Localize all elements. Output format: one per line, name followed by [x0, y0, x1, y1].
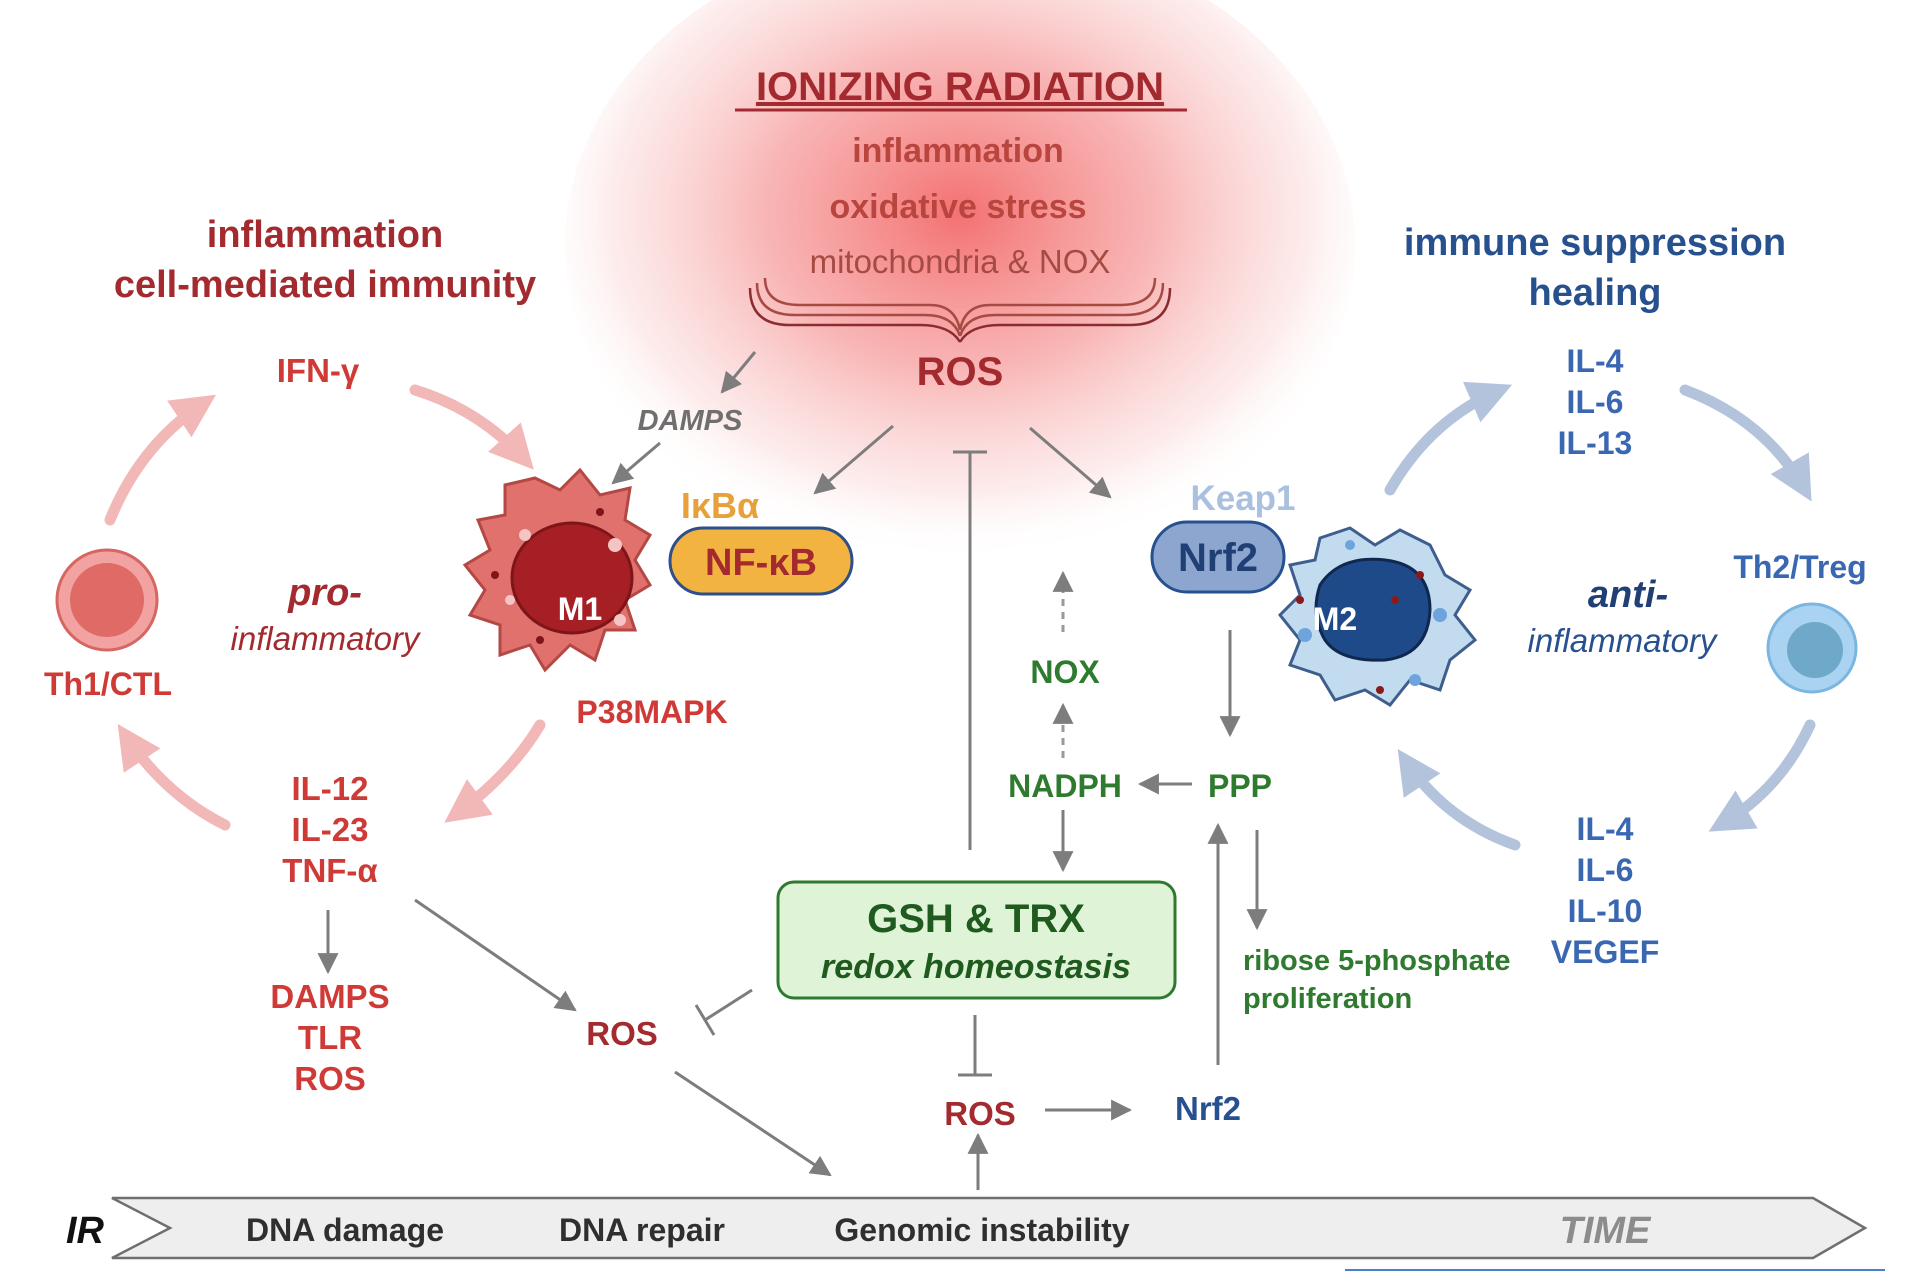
header-brace [748, 277, 1172, 343]
th1-ctl-label: Th1/CTL [44, 666, 172, 702]
keap1-label: Keap1 [1190, 479, 1295, 518]
cycle-arrow-il-top-to-th2 [1679, 384, 1812, 502]
header-ros: ROS [917, 350, 1004, 394]
m2-macrophage [1277, 526, 1478, 707]
header-line2: oxidative stress [829, 188, 1086, 226]
cycle-arrow-th1-to-ifn [104, 394, 217, 526]
right-cycle-arrows [1384, 381, 1816, 851]
il-bottom-il10: IL-10 [1568, 893, 1643, 929]
left-cycle-arrows [104, 384, 546, 831]
ribose-line2: proliferation [1243, 983, 1412, 1015]
header-line3: mitochondria & NOX [810, 243, 1111, 280]
cycle-arrow-th2-to-il-bottom [1708, 719, 1816, 832]
m2-label: M2 [1313, 601, 1357, 637]
arrow-ros-to-nfkb [813, 424, 894, 495]
nrf2-label: Nrf2 [1178, 536, 1258, 580]
pro-inflammatory-label: inflammatory [231, 620, 422, 657]
nrf2-bottom-label: Nrf2 [1175, 1090, 1241, 1127]
th2-treg-label: Th2/Treg [1733, 549, 1866, 585]
th1-cell [55, 548, 159, 652]
gsh-trx-subtitle: redox homeostasis [821, 948, 1131, 986]
timeline-genomic: Genomic instability [834, 1212, 1129, 1248]
arrow-ros-to-nrf2 [1029, 426, 1112, 499]
left-heading-1: inflammation [207, 214, 443, 256]
left-heading-2: cell-mediated immunity [114, 264, 536, 306]
cytokine-il12: IL-12 [291, 770, 368, 807]
arrow-damps-to-m1 [611, 441, 661, 485]
timeline-dna-damage: DNA damage [246, 1212, 444, 1248]
cytokine-il23: IL-23 [291, 811, 368, 848]
arrow-glow-to-damps [720, 351, 757, 394]
anti-label: anti- [1588, 574, 1668, 616]
damps-list-damps: DAMPS [270, 978, 389, 1015]
radiation-glow [565, 0, 1355, 560]
arrow-tnfa-to-ros [414, 898, 577, 1012]
inhibit-gsh-to-ros-mid [704, 988, 753, 1022]
damps-top-label: DAMPS [638, 405, 743, 437]
damps-list-tlr: TLR [298, 1019, 362, 1056]
gray-arrows [317, 351, 1268, 1190]
m1-label: M1 [558, 591, 602, 627]
nox-label: NOX [1030, 654, 1100, 690]
il-top-il6: IL-6 [1567, 384, 1624, 420]
cycle-arrow-cytokines-to-th1 [117, 724, 231, 831]
ppp-label: PPP [1208, 768, 1272, 804]
ribose-line1: ribose 5-phosphate [1243, 945, 1511, 977]
nfkb-label: NF-κB [705, 542, 817, 584]
il-top-il13: IL-13 [1558, 425, 1633, 461]
il-bottom-il4: IL-4 [1577, 811, 1634, 847]
header-line1: inflammation [852, 132, 1064, 170]
right-heading-2: healing [1528, 272, 1661, 314]
ikba-label: IκBα [681, 485, 759, 526]
nadph-label: NADPH [1008, 768, 1122, 804]
timeline-dna-repair: DNA repair [559, 1212, 725, 1248]
ros-bottom-label: ROS [944, 1095, 1016, 1132]
timeline-ir: IR [66, 1210, 105, 1252]
gsh-trx-title: GSH & TRX [867, 897, 1085, 941]
cycle-arrow-il-bottom-to-m2 [1397, 749, 1521, 851]
right-heading-1: immune suppression [1404, 222, 1786, 264]
arrow-ros-to-genomic [674, 1070, 832, 1177]
damps-list-ros: ROS [294, 1060, 366, 1097]
nrf2-box [1150, 520, 1286, 594]
cycle-arrow-ifn-to-m1 [409, 384, 534, 470]
ros-mid-label: ROS [586, 1015, 658, 1052]
il-bottom-il6: IL-6 [1577, 852, 1634, 888]
gsh-trx-box [776, 880, 1177, 1000]
nfkb-box [668, 526, 854, 596]
th2-cell [1766, 602, 1858, 694]
il-bottom-vegef: VEGEF [1551, 934, 1659, 970]
cytokine-tnfa: TNF-α [282, 852, 377, 889]
ifn-gamma-label: IFN-γ [277, 352, 360, 389]
timeline-time: TIME [1560, 1210, 1652, 1252]
timeline-arrow [111, 1196, 1868, 1260]
anti-inflammatory-label: inflammatory [1528, 622, 1719, 659]
pro-label: pro- [287, 572, 362, 614]
inhibition-lines [694, 450, 992, 1077]
cycle-arrow-p38-to-cytokines [444, 719, 546, 823]
m1-macrophage [462, 467, 653, 673]
cycle-arrow-m2-to-il-top [1384, 381, 1513, 496]
il-top-il4: IL-4 [1567, 343, 1624, 379]
p38mapk-label: P38MAPK [576, 694, 727, 730]
header-title: IONIZING RADIATION [756, 65, 1164, 109]
